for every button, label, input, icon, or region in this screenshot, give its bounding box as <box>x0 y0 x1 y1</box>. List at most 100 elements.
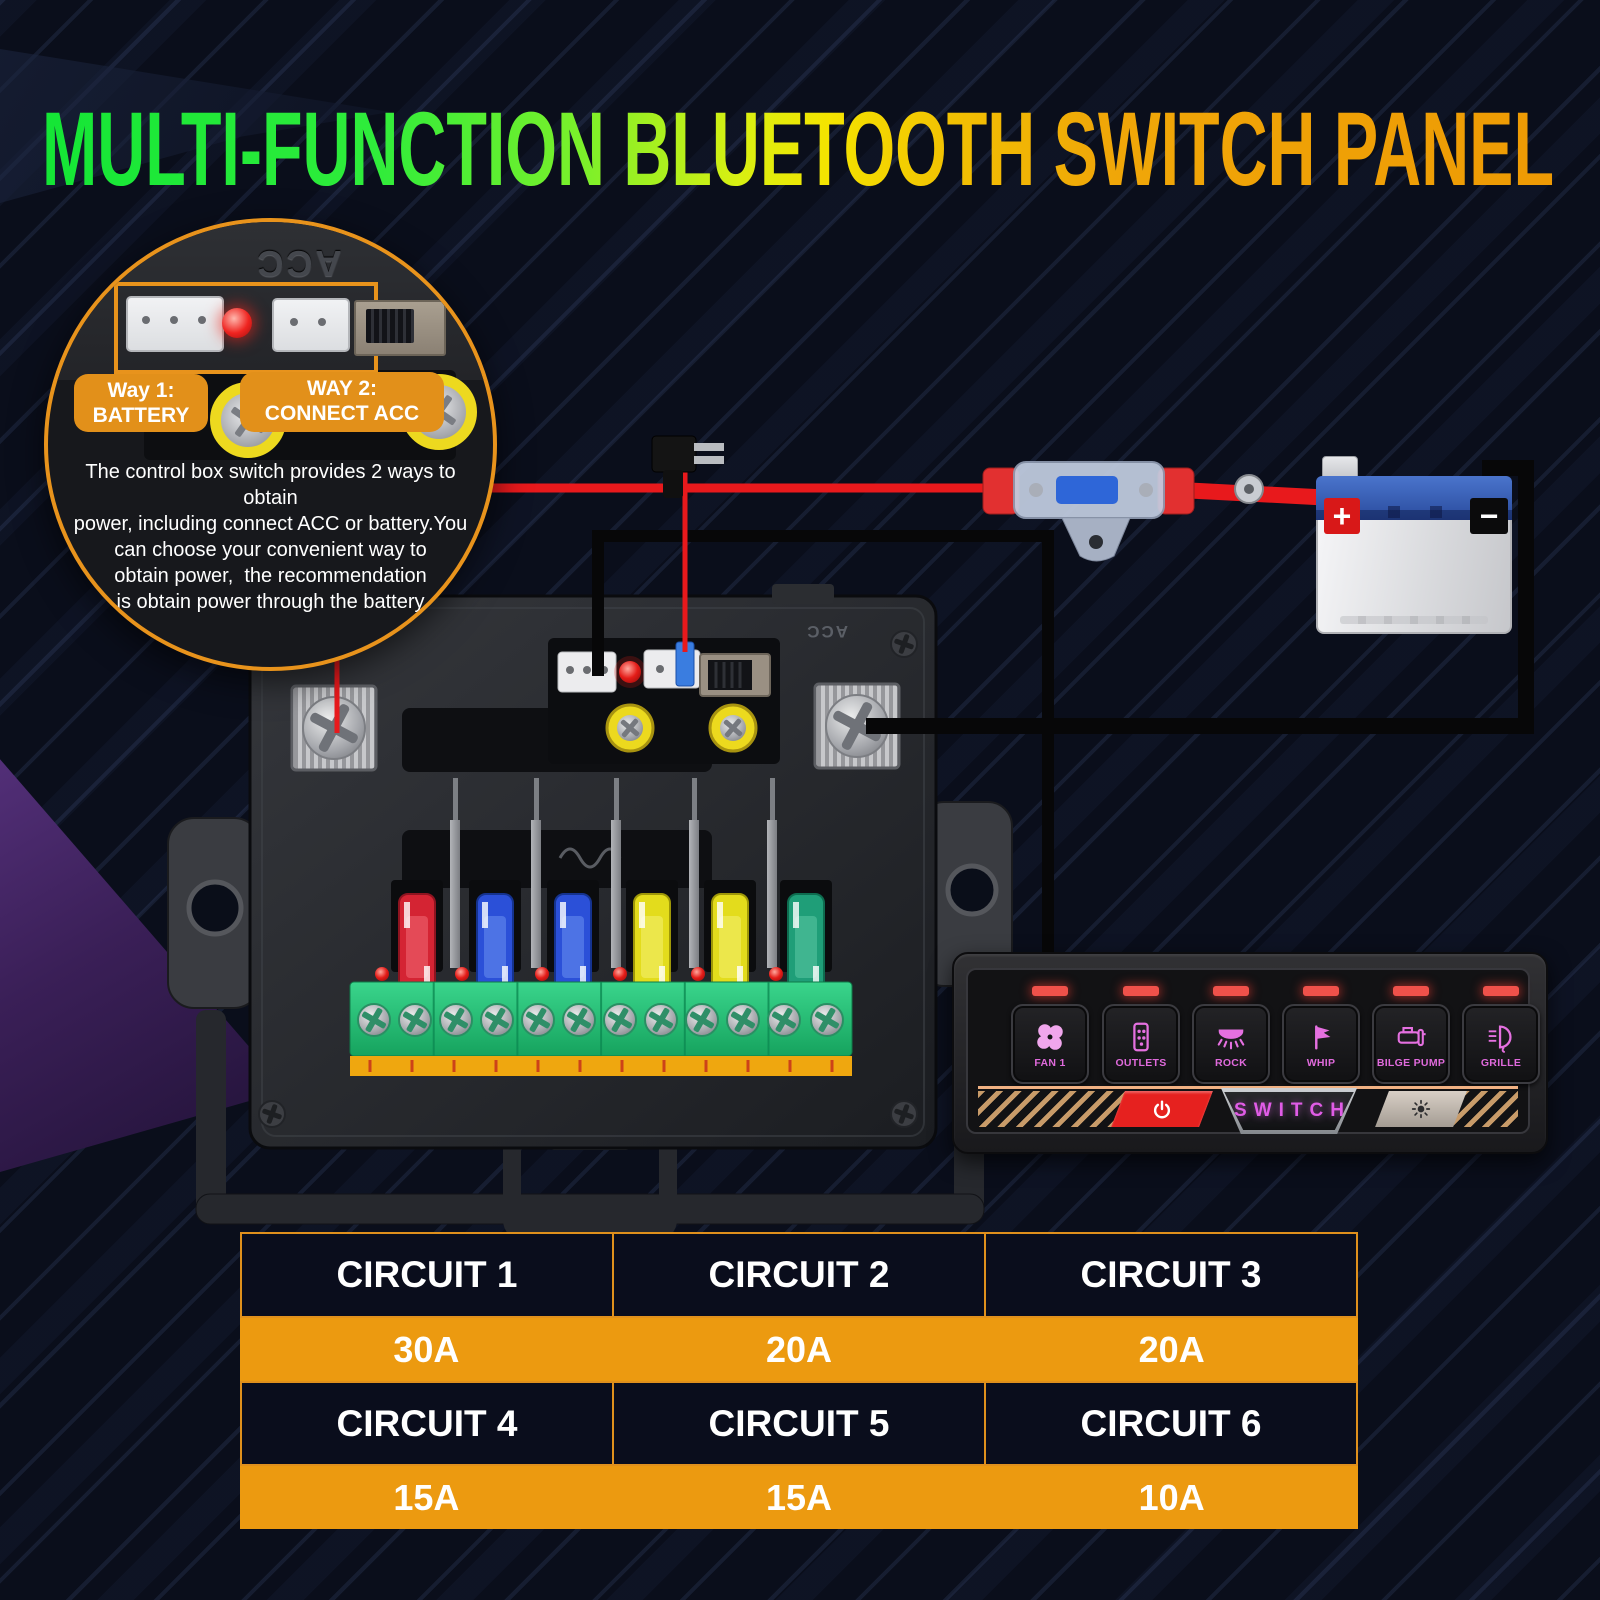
button-label: WHIP <box>1306 1056 1336 1069</box>
description-line: obtain power, the recommendation <box>114 565 427 587</box>
button-label: ROCK <box>1214 1056 1248 1069</box>
bottom-strip: SWITCH <box>978 1088 1518 1134</box>
rock-light-icon <box>1217 1028 1245 1049</box>
table-row: 15A 15A 10A <box>240 1466 1358 1529</box>
hazard-stripes <box>978 1091 1126 1127</box>
button-rock: ROCK <box>1192 1004 1270 1084</box>
connector-pin <box>583 666 591 674</box>
amp-value: 30A <box>393 1328 460 1370</box>
connector-pin <box>170 316 178 324</box>
battery-connector <box>126 296 224 352</box>
table-row: CIRCUIT 1 CIRCUIT 2 CIRCUIT 3 <box>240 1232 1358 1318</box>
button-outlets: OUTLETS <box>1102 1004 1180 1084</box>
circuit-leds <box>375 967 783 981</box>
power-led <box>619 661 641 683</box>
fuse-red <box>398 893 436 1001</box>
way2-title: WAY 2: <box>306 377 378 400</box>
battery-body <box>1316 520 1512 634</box>
way2-value: CONNECT ACC <box>264 402 420 425</box>
connector-pin <box>198 316 206 324</box>
description-line: power, including connect ACC or battery.… <box>73 513 468 535</box>
button-label: OUTLETS <box>1115 1056 1167 1069</box>
fuse-yellow <box>711 893 749 1001</box>
power-led <box>222 308 252 338</box>
acc-embossed-label: ACC <box>254 243 342 284</box>
circuit-header: CIRCUIT 5 <box>612 1381 986 1466</box>
battery-negative-badge: − <box>1470 498 1508 534</box>
indicator-bar <box>1123 986 1159 996</box>
frame-left-leg <box>196 1010 226 1222</box>
fan-icon <box>1037 1023 1063 1050</box>
circuit-header: CIRCUIT 6 <box>984 1381 1358 1466</box>
button-label: GRILLE <box>1480 1056 1522 1069</box>
connector-pin <box>656 665 664 673</box>
way1-value: BATTERY <box>92 404 190 427</box>
backlight-dimmer-button <box>1375 1091 1467 1127</box>
blade-fuses <box>398 893 825 1001</box>
page-title-banner: MULTI-FUNCTION BLUETOOTH SWITCH PANEL <box>42 91 1554 208</box>
indicator-bar <box>1393 986 1429 996</box>
indicator-bar <box>1213 986 1249 996</box>
amp-value: 15A <box>393 1476 460 1518</box>
acc-signal-wire <box>592 530 1054 970</box>
amp-value: 20A <box>1138 1328 1205 1370</box>
brightness-icon <box>1411 1099 1431 1119</box>
fuse-terminal-posts <box>450 778 777 968</box>
description-line: can choose your convenient way to <box>114 539 427 561</box>
fuse-blue <box>476 893 514 1001</box>
bluetooth-switch-panel: FAN 1 OUTLETS ROCK WHIP <box>952 952 1548 1154</box>
button-label: FAN 1 <box>1034 1056 1066 1069</box>
connector-pin <box>566 666 574 674</box>
button-grille: GRILLE <box>1462 1004 1540 1084</box>
whip-flag-icon <box>1315 1024 1331 1050</box>
amp-value: 10A <box>1138 1476 1205 1518</box>
fuse-blue <box>554 893 592 1001</box>
amp-value: 20A <box>765 1328 833 1370</box>
button-label: BILGE PUMP <box>1376 1056 1446 1069</box>
circuit-header: CIRCUIT 3 <box>984 1232 1358 1318</box>
table-row: 30A 20A 20A <box>240 1318 1358 1381</box>
outlets-icon <box>1133 1022 1149 1051</box>
mode-slide-switch <box>354 300 446 356</box>
nameplate-inner: SWITCH <box>1224 1092 1354 1130</box>
indicator-bar <box>1303 986 1339 996</box>
way2-label: WAY 2: CONNECT ACC <box>240 372 444 432</box>
switch-label: SWITCH <box>1234 1100 1351 1121</box>
battery-notches <box>1340 616 1488 624</box>
circuit-header: CIRCUIT 1 <box>240 1232 614 1318</box>
table-row: CIRCUIT 4 CIRCUIT 5 CIRCUIT 6 <box>240 1381 1358 1466</box>
fuse-yellow <box>633 893 671 1001</box>
power-description: The control box switch provides 2 ways t… <box>60 459 481 615</box>
connector-pin <box>318 318 326 326</box>
ring-terminal <box>1234 474 1264 504</box>
button-whip: WHIP <box>1282 1004 1360 1084</box>
terminal-dividers <box>432 982 770 1056</box>
acc-connector <box>272 298 350 352</box>
inline-fuse-holder <box>982 461 1195 562</box>
connector-pin <box>290 318 298 326</box>
fuse-tap-connector <box>651 435 724 498</box>
battery-cell-caps <box>1316 506 1512 518</box>
button-fan1: FAN 1 <box>1011 1004 1089 1084</box>
terminal-label-strip <box>350 1056 852 1076</box>
left-mounting-hole <box>186 879 244 937</box>
label-marks <box>368 1060 834 1072</box>
switch-nameplate: SWITCH <box>1220 1088 1358 1134</box>
description-line: is obtain power through the battery <box>116 591 425 613</box>
button-bilge-pump: BILGE PUMP <box>1372 1004 1450 1084</box>
description-line: The control box switch provides 2 ways t… <box>85 461 462 509</box>
connector-pin <box>142 316 150 324</box>
indicator-bar <box>1032 986 1068 996</box>
circuit-header: CIRCUIT 2 <box>612 1232 986 1318</box>
way1-label: Way 1: BATTERY <box>74 374 208 432</box>
top-tab <box>772 584 834 604</box>
slide-switch-ridges <box>366 309 414 343</box>
master-power-button <box>1111 1091 1213 1127</box>
battery: + − <box>1316 456 1512 634</box>
panel-face: FAN 1 OUTLETS ROCK WHIP <box>966 968 1540 1134</box>
inline-fuse <box>1056 476 1118 504</box>
battery-positive-badge: + <box>1324 498 1360 534</box>
circuit-spec-table: CIRCUIT 1 CIRCUIT 2 CIRCUIT 3 30A 20A 20… <box>240 1232 1358 1529</box>
power-icon <box>1153 1100 1171 1119</box>
